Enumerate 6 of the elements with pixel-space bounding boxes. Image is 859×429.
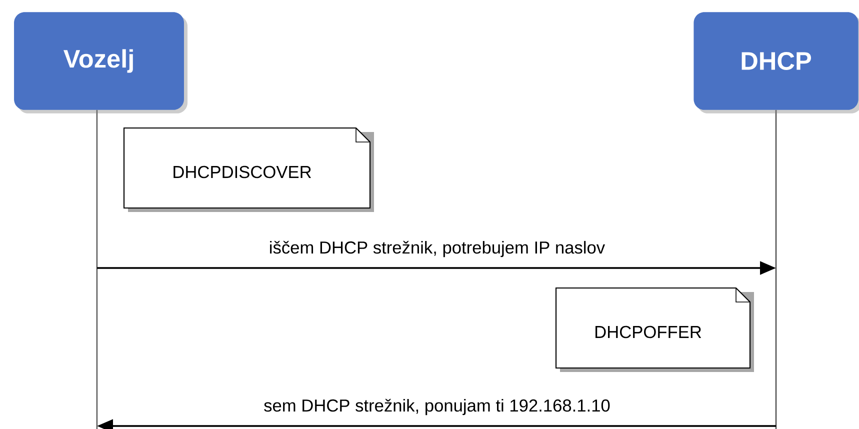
- edge-label: sem DHCP strežnik, ponujam ti 192.168.1.10: [262, 398, 612, 416]
- edge-label: iščem DHCP strežnik, potrebujem IP naslov: [268, 240, 606, 258]
- participant-box: DHCP: [694, 12, 859, 114]
- note: DHCPOFFER: [555, 287, 754, 372]
- participant-box: Vozelj: [14, 12, 188, 114]
- note: DHCPDISCOVER: [123, 127, 374, 212]
